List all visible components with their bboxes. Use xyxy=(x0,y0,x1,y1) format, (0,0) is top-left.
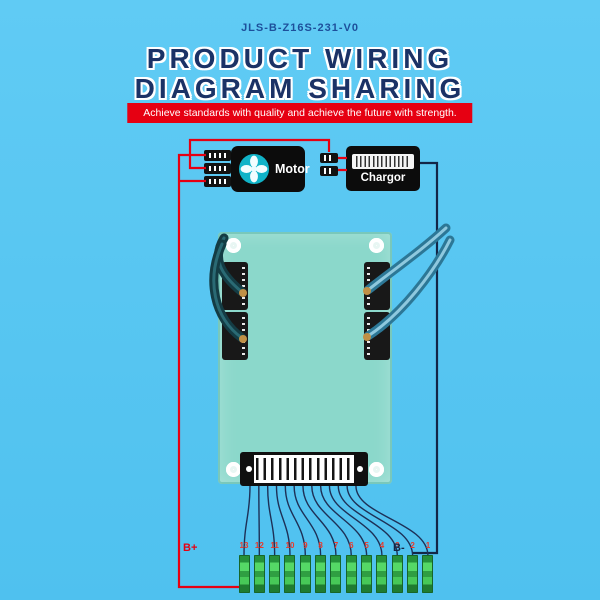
charger-display-bars xyxy=(356,155,410,167)
terminal-block xyxy=(315,555,327,593)
bms-board xyxy=(218,232,392,484)
pin-number: 5 xyxy=(364,541,369,550)
connector-end-cap xyxy=(243,455,254,483)
tagline-ribbon: Achieve standards with quality and achie… xyxy=(127,103,473,123)
motor-module: Motor xyxy=(231,146,310,192)
title-line-2: DIAGRAM SHARING xyxy=(134,72,466,104)
board-connector-left-2 xyxy=(222,312,248,360)
terminal-block xyxy=(299,555,311,593)
connector-screw-dot xyxy=(245,466,252,472)
pin-number: 8 xyxy=(318,541,323,550)
pin-number: 6 xyxy=(349,541,354,550)
charger-label: Chargor xyxy=(360,171,406,184)
connector-pin-row xyxy=(256,458,352,480)
charger-link-connector-2 xyxy=(320,166,338,176)
pin-number: 13 xyxy=(239,541,249,550)
b-minus-label: B- xyxy=(393,542,405,554)
b-plus-label: B+ xyxy=(183,542,198,554)
terminal-block xyxy=(269,555,281,593)
fan-icon xyxy=(238,153,270,185)
pin-number: 11 xyxy=(270,541,279,550)
title-line-1: PRODUCT WIRING xyxy=(146,43,454,74)
connector-screw-dot xyxy=(356,466,363,472)
terminal-block xyxy=(407,555,419,593)
mounting-hole xyxy=(226,238,241,253)
motor-connector-1 xyxy=(204,150,231,161)
charger-display xyxy=(352,153,414,169)
terminal-block xyxy=(391,555,403,593)
connector-end-cap xyxy=(354,455,365,483)
mounting-hole xyxy=(226,462,241,477)
pin-number: 9 xyxy=(303,541,308,550)
motor-label: Motor xyxy=(275,162,310,176)
pin-number: 12 xyxy=(254,541,264,550)
motor-connector-3 xyxy=(204,176,231,187)
terminal-block xyxy=(376,555,388,593)
terminal-block xyxy=(422,555,434,593)
terminal-row xyxy=(0,555,600,593)
board-connector-left-1 xyxy=(222,262,248,310)
pin-number: 2 xyxy=(410,541,415,550)
pin-number: 7 xyxy=(333,541,339,550)
motor-connector-2 xyxy=(204,163,231,174)
pin-number: 4 xyxy=(379,541,385,550)
mounting-hole xyxy=(369,238,384,253)
terminal-block xyxy=(238,555,250,593)
model-number: JLS-B-Z16S-231-V0 xyxy=(241,22,359,34)
terminal-block xyxy=(253,555,265,593)
mounting-hole xyxy=(369,462,384,477)
pin-number: 1 xyxy=(425,541,431,550)
terminal-block xyxy=(330,555,342,593)
terminal-block xyxy=(284,555,296,593)
board-connector-right-1 xyxy=(364,262,390,310)
b-minus-wire xyxy=(412,161,439,555)
page-title: PRODUCT WIRING DIAGRAM SHARING xyxy=(0,44,600,103)
board-connector-right-2 xyxy=(364,312,390,360)
main-harness-connector xyxy=(240,452,368,486)
pin-number: 10 xyxy=(285,541,295,550)
terminal-block xyxy=(361,555,373,593)
charger-module: Chargor xyxy=(346,146,420,191)
terminal-block xyxy=(345,555,357,593)
charger-link-connector-1 xyxy=(320,153,338,163)
